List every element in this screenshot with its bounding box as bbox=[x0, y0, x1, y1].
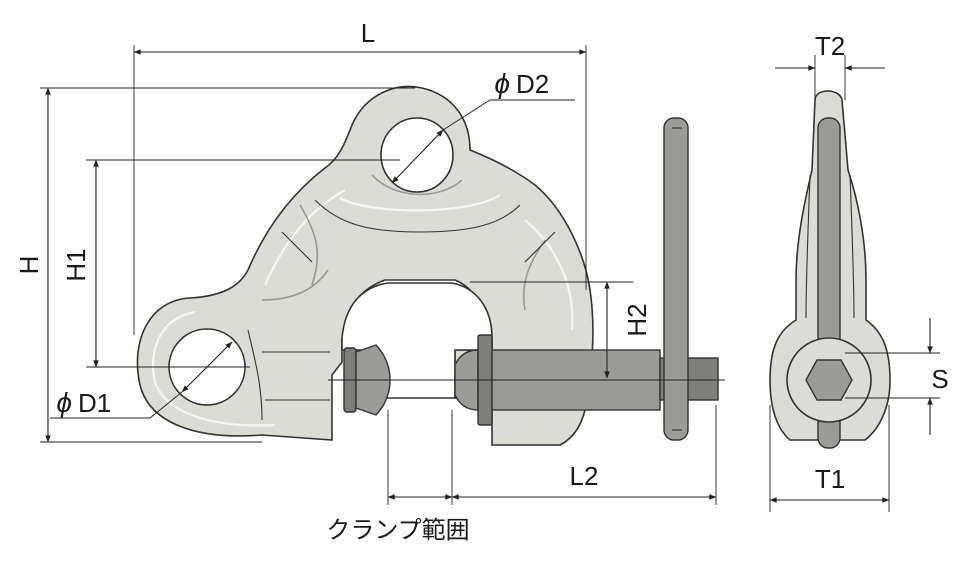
label-t2: T2 bbox=[815, 31, 845, 61]
label-t1: T1 bbox=[815, 464, 845, 494]
tommy-bar bbox=[663, 117, 689, 441]
label-d2: D2 bbox=[516, 69, 549, 99]
side-view-hex-nut bbox=[805, 359, 853, 401]
dimension-t2: T2 bbox=[775, 31, 885, 100]
dimension-t1: T1 bbox=[769, 405, 890, 512]
label-l: L bbox=[361, 18, 375, 48]
label-phi-d2: ϕ bbox=[494, 68, 510, 99]
dimension-d1: ϕ D1 bbox=[50, 341, 233, 419]
dimension-s: S bbox=[845, 318, 949, 435]
label-h2: H2 bbox=[622, 303, 652, 336]
label-l2: L2 bbox=[570, 461, 599, 491]
dimension-d2: ϕ D2 bbox=[391, 68, 575, 184]
dimension-clamp-range-l2: L2 クランプ範囲 bbox=[326, 405, 717, 544]
clamp-side-view bbox=[769, 90, 891, 449]
label-h: H bbox=[14, 256, 44, 275]
dimension-h2: H2 bbox=[470, 281, 652, 379]
dimension-h: H bbox=[14, 87, 415, 443]
label-phi-d1: ϕ bbox=[56, 387, 72, 418]
spindle-assembly bbox=[343, 117, 719, 441]
label-h1: H1 bbox=[61, 248, 91, 281]
dimension-h1: H1 bbox=[61, 159, 400, 368]
label-s: S bbox=[931, 364, 948, 394]
hole-d2 bbox=[380, 117, 454, 193]
label-clamp-range: クランプ範囲 bbox=[326, 517, 469, 544]
label-d1: D1 bbox=[78, 388, 111, 418]
dimension-l: L bbox=[133, 18, 587, 335]
